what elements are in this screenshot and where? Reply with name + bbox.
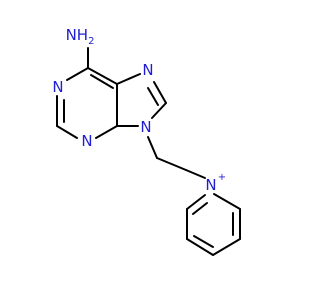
bond-c6py-npy — [186, 194, 206, 210]
bond-n7-c8 — [153, 81, 167, 104]
bond-n9-ch2 — [147, 136, 158, 159]
bond-c6-n1 — [66, 67, 89, 81]
bond-c6-c5 — [87, 67, 118, 85]
bond-c6-c5-double — [90, 74, 114, 89]
atom-label-n9: N — [140, 118, 151, 136]
bond-ch2-ch2 — [156, 157, 187, 171]
atom-labels: NH2 N N N N N + — [52, 26, 226, 194]
atom-label-n7: N — [142, 61, 153, 79]
bond-c3py-c4py — [212, 238, 241, 256]
atom-charge-pyridinium: + — [218, 172, 226, 183]
molecule-diagram: NH2 N N N N N + — [52, 26, 241, 256]
bond-c4py-c5py-double — [193, 235, 214, 248]
atom-label-pyridinium-n: N — [205, 176, 216, 194]
atom-label-n1: N — [52, 78, 63, 96]
bonds — [56, 47, 241, 256]
bond-c4py-c5py — [186, 238, 214, 256]
bond-c6py-npy-double — [192, 202, 208, 215]
bond-c5-n7 — [116, 73, 141, 85]
bond-ch2-npy — [185, 169, 206, 179]
bond-n3-c4 — [95, 125, 118, 139]
bond-npy-c2py — [213, 193, 241, 210]
bond-c2-n3 — [56, 125, 78, 139]
atom-label-n3: N — [81, 132, 92, 150]
bond-c8-n9 — [151, 102, 167, 119]
atom-label-nh2: NH2 — [66, 26, 95, 47]
bond-n7-c8-double — [147, 87, 159, 106]
